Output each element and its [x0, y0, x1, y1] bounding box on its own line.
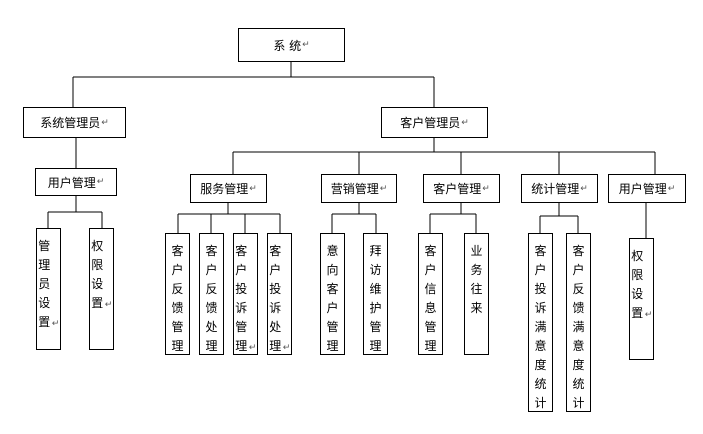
node-label: 系统管理员 [40, 116, 101, 130]
node-system-administrator: 系统管理员↵ [23, 107, 126, 138]
node-customer-management: 客户管理↵ [423, 174, 500, 203]
node-admin-settings: 管理员设置↵ [36, 228, 61, 350]
node-label: 客户反馈管理 [171, 244, 184, 353]
node-complaint-handling: 客户投诉处理↵ [267, 233, 292, 355]
paragraph-mark: ↵ [580, 183, 588, 194]
node-customer-administrator: 客户管理员↵ [381, 107, 488, 138]
node-feedback-handling: 客户反馈处理 [199, 233, 224, 355]
node-visit-maintenance: 拜访维护管理 [363, 233, 388, 355]
node-label: 服务管理 [200, 182, 249, 196]
paragraph-mark: ↵ [96, 177, 105, 187]
node-label: 权限设置 [631, 249, 644, 320]
node-feedback-management: 客户反馈管理 [165, 233, 190, 355]
paragraph-mark: ↵ [379, 183, 388, 194]
paragraph-mark: ↵ [667, 183, 676, 194]
paragraph-mark: ↵ [644, 310, 653, 320]
paragraph-mark: ↵ [51, 319, 60, 329]
node-label: 营销管理 [330, 182, 379, 196]
node-feedback-satisfaction-stats: 客户反馈满意度统计 [566, 233, 591, 412]
node-label: 拜访维护管理 [369, 244, 382, 353]
node-label: 业务往来 [470, 244, 483, 315]
node-label: 权限设置 [91, 239, 104, 310]
paragraph-mark: ↵ [249, 183, 257, 194]
paragraph-mark: ↵ [101, 117, 109, 128]
node-user-management-cust: 用户管理↵ [608, 174, 686, 203]
node-customer-info-management: 客户信息管理 [418, 233, 443, 355]
node-label: 统计管理 [531, 182, 580, 196]
node-label: 客户投诉满意度统计 [534, 244, 547, 410]
node-permission-settings-cust: 权限设置↵ [629, 238, 654, 360]
node-system: 系 统↵ [238, 28, 345, 62]
paragraph-mark: ↵ [104, 300, 113, 310]
node-permission-settings-sys: 权限设置↵ [89, 228, 114, 350]
node-complaint-management: 客户投诉管理↵ [233, 233, 258, 355]
node-user-management-sys: 用户管理↵ [35, 168, 117, 196]
node-label: 客户投诉管理 [235, 244, 248, 353]
paragraph-mark: ↵ [482, 183, 490, 194]
node-prospect-customer-management: 意向客户管理 [320, 233, 345, 355]
node-marketing-management: 营销管理↵ [321, 174, 397, 203]
node-business-contacts: 业务往来 [464, 233, 489, 355]
paragraph-mark: ↵ [248, 343, 257, 353]
node-label: 客户管理 [433, 182, 482, 196]
node-label: 客户反馈处理 [205, 244, 218, 353]
node-label: 客户信息管理 [424, 244, 437, 353]
node-service-management: 服务管理↵ [190, 174, 267, 203]
paragraph-mark: ↵ [461, 117, 469, 128]
node-label: 意向客户管理 [326, 244, 339, 353]
node-label: 用户管理 [47, 175, 96, 190]
paragraph-mark: ↵ [302, 40, 310, 50]
node-label: 客户投诉处理 [269, 244, 282, 353]
node-label: 客户管理员 [400, 116, 461, 130]
node-label: 用户管理 [618, 182, 667, 196]
node-label: 客户反馈满意度统计 [572, 244, 585, 410]
node-statistics-management: 统计管理↵ [521, 174, 598, 203]
node-label: 系 统 [273, 38, 302, 53]
node-complaint-satisfaction-stats: 客户投诉满意度统计 [528, 233, 553, 412]
paragraph-mark: ↵ [282, 343, 291, 353]
node-label: 管理员设置 [38, 239, 51, 329]
